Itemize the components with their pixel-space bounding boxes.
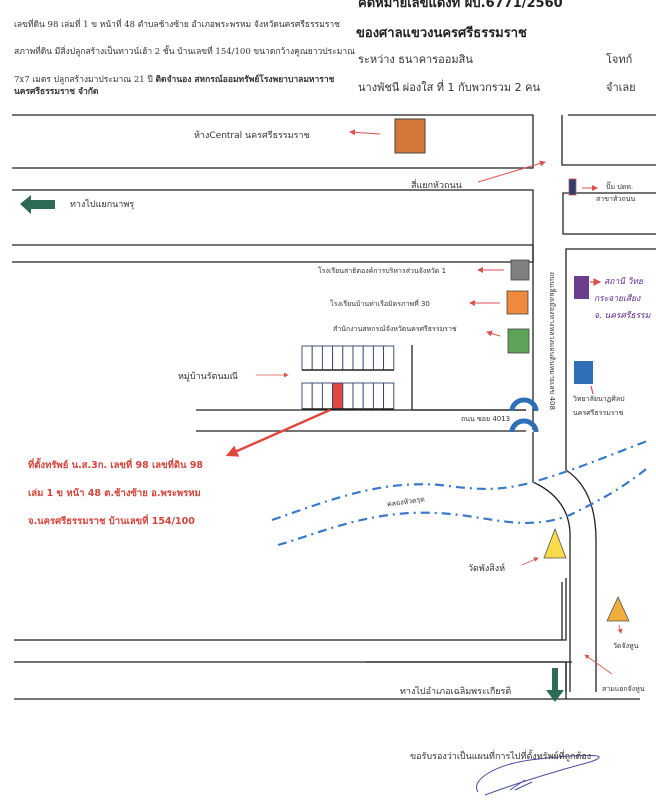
townhouse-unit bbox=[321, 345, 334, 371]
signature bbox=[476, 754, 600, 796]
property-pointer-arrow bbox=[225, 408, 331, 457]
art-college-marker bbox=[574, 361, 593, 384]
village-units bbox=[301, 345, 395, 410]
label-ptt-line1: ปั๊ม ปตท. bbox=[606, 183, 634, 191]
case-number: คดีหมายเลขแดงที่ ผบ.6771/2560 bbox=[358, 0, 563, 11]
highway-right-curve bbox=[565, 469, 597, 692]
defendant-role: จำเลย bbox=[606, 81, 636, 94]
block-central bbox=[12, 114, 534, 169]
left-direction-arrow bbox=[20, 195, 55, 214]
highway-right-edge bbox=[565, 248, 656, 470]
townhouse-unit bbox=[311, 345, 323, 371]
intersection-pointer-arrow bbox=[477, 160, 546, 183]
townhouse-unit bbox=[321, 382, 334, 410]
bridge-bottom bbox=[509, 418, 539, 433]
townhouse-unit bbox=[301, 382, 313, 410]
header-land-info-line-2: สภาพที่ดิน มีสิ่งปลูกสร้างเป็นทาวน์เฮ้า … bbox=[14, 47, 356, 57]
label-radio-line3: จ. นครศรีธรรม bbox=[594, 311, 651, 321]
townhouse-unit bbox=[383, 382, 395, 410]
property-label-line3: จ.นครศรีธรรมราช บ้านเลขที่ 154/100 bbox=[28, 516, 195, 527]
label-highway-408: ถนนเลี่ยงเมืองทางหลวงแผ่นดินหมายเลข 408 bbox=[548, 272, 556, 410]
label-to-chaloem-phra-kiat: ทางไปอำเภอเฉลิมพระเกียรติ bbox=[400, 687, 512, 697]
central-pointer-arrow bbox=[349, 129, 381, 136]
label-art-college-line2: นครศรีธรรมราช bbox=[573, 409, 624, 417]
townhouse-unit bbox=[372, 382, 385, 410]
townhouse-unit bbox=[352, 382, 364, 410]
canal-lower bbox=[277, 465, 651, 547]
townhouse-unit bbox=[372, 345, 385, 371]
townhouse-unit bbox=[362, 345, 374, 371]
bottom-road-top bbox=[14, 578, 567, 641]
label-radio-line1: สถานี วิทย bbox=[604, 277, 643, 287]
townhouse-unit bbox=[342, 382, 354, 410]
highway-left-curve bbox=[532, 432, 571, 692]
townhouse-unit bbox=[332, 345, 344, 371]
label-art-college-line1: วิทยาลัยนาฏศิลป bbox=[573, 395, 625, 403]
radio-station-marker bbox=[574, 276, 589, 299]
road-lines bbox=[12, 114, 656, 700]
header-land-info-line-4: นครศรีธรรมราช จำกัด bbox=[14, 87, 99, 97]
plaintiff-role: โจทก์ bbox=[606, 53, 633, 66]
townhouse-unit bbox=[311, 382, 323, 410]
label-school-1: โรงเรียนสาธิตองค์การบริหารส่วนจังหวัด 1 bbox=[318, 267, 447, 275]
label-wat-phang-sing: วัดพังสิงห์ bbox=[468, 564, 506, 574]
label-soi-4013: ถนน ซอย 4013 bbox=[461, 415, 511, 423]
label-radio-line2: กระจายเสียง bbox=[594, 294, 641, 304]
townhouse-unit bbox=[301, 345, 313, 371]
block-na-phru bbox=[12, 189, 534, 263]
court-name: ของศาลแขวงนครศรีธรรมราช bbox=[356, 26, 527, 41]
property-label-line1: ที่ตั้งทรัพย์ น.ส.3ก. เลขที่ 98 เลขที่ดิ… bbox=[28, 460, 204, 471]
townhouse-unit bbox=[342, 345, 354, 371]
canal-upper bbox=[271, 438, 651, 522]
property-unit bbox=[332, 382, 344, 410]
label-coop-office: สำนักงานสหกรณ์จังหวัดนครศรีธรรมราช bbox=[333, 325, 457, 333]
townhouse-unit bbox=[383, 345, 395, 371]
plaintiff-line: ระหว่าง ธนาคารออมสิน bbox=[358, 53, 473, 66]
label-hua-thanon-intersection: สี่แยกหัวถนน bbox=[411, 181, 462, 191]
wat-chang-hun-marker bbox=[606, 596, 630, 622]
label-village: หมู่บ้านรัตนมณี bbox=[178, 372, 238, 382]
defendant-line: นางพัชนี ผ่องใส ที่ 1 กับพวกรวม 2 คน bbox=[358, 81, 540, 94]
down-direction-arrow bbox=[546, 668, 564, 702]
wat-phang-sing-marker bbox=[543, 527, 567, 559]
header-land-info-line-3: 7x7 เมตร ปลูกสร้างมาประมาณ 21 ปี ติดจำนอ… bbox=[14, 75, 335, 85]
label-sam-yaek-chang-hun: สามแยกจังหูน bbox=[602, 685, 645, 693]
header-land-info-line-1: เลขที่ดิน 98 เล่มที่ 1 ข หน้าที่ 48 ตำบล… bbox=[14, 20, 340, 30]
coop-office-marker bbox=[507, 328, 530, 354]
property-label-line2: เล่ม 1 ข หน้า 48 ต.ช้างซ้าย อ.พระพรหม bbox=[28, 488, 201, 499]
townhouse-unit bbox=[362, 382, 374, 410]
label-ptt-line2: สาขาหัวถนน bbox=[596, 195, 636, 203]
ptt-station-marker bbox=[568, 178, 577, 196]
certification-text: ขอรับรองว่าเป็นแผนที่การไปที่ตั้งทรัพย์ท… bbox=[410, 752, 592, 762]
label-to-na-phru: ทางไปแยกนาพรุ bbox=[70, 200, 135, 210]
label-central: ห้างCentral นครศรีธรรมราช bbox=[194, 131, 310, 141]
label-school-2: โรงเรียนบ้านท่าเรือมิตรภาพที่ 30 bbox=[330, 300, 430, 308]
school-2-marker bbox=[506, 290, 529, 315]
block-ptt bbox=[562, 192, 656, 235]
label-wat-chang-hun: วัดจังหูน bbox=[613, 642, 639, 650]
school-1-marker bbox=[510, 259, 530, 281]
bridge-top bbox=[509, 397, 539, 412]
central-building-marker bbox=[394, 118, 426, 154]
townhouse-unit bbox=[352, 345, 364, 371]
block-top-right bbox=[561, 115, 656, 166]
